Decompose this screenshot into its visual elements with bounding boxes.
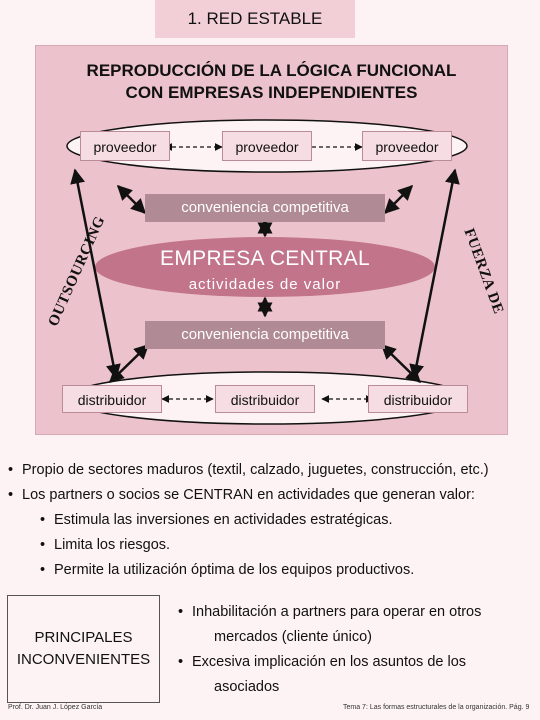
- inconveniente-1-line-1: Inhabilitación a partners para operar en…: [192, 604, 482, 620]
- sub-bullet-2-text: Limita los riesgos.: [54, 537, 171, 553]
- supplier-node-2: proveedor: [222, 131, 312, 161]
- inconvenientes-label: PRINCIPALES INCONVENIENTES: [7, 627, 160, 671]
- sub-bullet-3-text: Permite la utilización óptima de los equ…: [54, 562, 415, 578]
- arrow-right-long: [409, 168, 460, 380]
- conveniencia-top: conveniencia competitiva: [145, 194, 385, 222]
- sub-bullet-2: •Limita los riesgos.: [40, 537, 171, 553]
- inconvenientes-line-2: INCONVENIENTES: [16, 651, 151, 668]
- sub-bullet-3: •Permite la utilización óptima de los eq…: [40, 562, 415, 578]
- central-title: EMPRESA CENTRAL: [160, 247, 370, 270]
- inconveniente-2-line-1: Excesiva implicación en los asuntos de l…: [192, 654, 467, 670]
- heading-line-1: REPRODUCCIÓN DE LA LÓGICA FUNCIONAL: [86, 61, 457, 80]
- inconveniente-1: •Inhabilitación a partners para operar e…: [178, 604, 482, 620]
- bullet-1: •Propio de sectores maduros (textil, cal…: [8, 462, 489, 478]
- footer-page: Tema 7: Las formas estructurales de la o…: [343, 704, 530, 711]
- bullet-2: •Los partners o socios se CENTRAN en act…: [8, 487, 475, 503]
- footer-author: Prof. Dr. Juan J. López García: [8, 704, 103, 711]
- inconvenientes-box: [7, 595, 160, 703]
- inconveniente-1-cont: mercados (cliente único): [214, 629, 372, 645]
- inconveniente-2-cont: asociados: [214, 679, 280, 695]
- supplier-node-1: proveedor: [80, 131, 170, 161]
- inconvenientes-line-1: PRINCIPALES: [34, 629, 133, 646]
- sub-bullet-1-text: Estimula las inversiones en actividades …: [54, 512, 393, 528]
- bullet-2-text: Los partners o socios se CENTRAN en acti…: [22, 487, 475, 503]
- slide-title: 1. RED ESTABLE: [155, 0, 355, 38]
- sub-bullet-1: •Estimula las inversiones en actividades…: [40, 512, 393, 528]
- arrow-left-long: [70, 168, 121, 380]
- supplier-node-3: proveedor: [362, 131, 452, 161]
- inconveniente-2: •Excesiva implicación en los asuntos de …: [178, 654, 467, 670]
- central-ellipse: [95, 237, 435, 297]
- distributor-node-2: distribuidor: [215, 385, 315, 413]
- heading-line-2: CON EMPRESAS INDEPENDIENTES: [125, 83, 418, 102]
- arrow-right-supplier: [383, 184, 414, 215]
- distributor-node-1: distribuidor: [62, 385, 162, 413]
- arrow-left-supplier: [116, 184, 147, 215]
- central-subtitle: actividades de valor: [188, 276, 342, 293]
- conveniencia-bottom: conveniencia competitiva: [145, 321, 385, 349]
- diagram-heading: REPRODUCCIÓN DE LA LÓGICA FUNCIONAL CON …: [35, 60, 508, 104]
- bullet-1-text: Propio de sectores maduros (textil, calz…: [22, 462, 489, 478]
- slide-title-text: 1. RED ESTABLE: [187, 9, 323, 28]
- distributor-node-3: distribuidor: [368, 385, 468, 413]
